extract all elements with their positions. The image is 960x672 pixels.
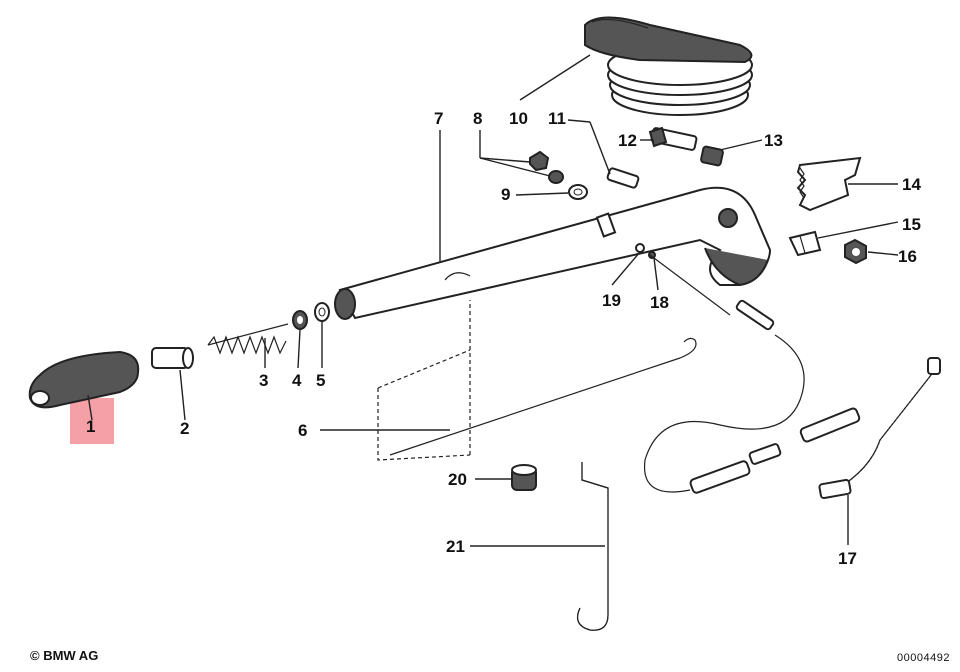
callout-20[interactable]: 20 bbox=[448, 470, 467, 489]
callout-6[interactable]: 6 bbox=[298, 421, 307, 440]
part-12-bolt[interactable] bbox=[648, 126, 698, 151]
part-8-nut[interactable] bbox=[529, 150, 564, 184]
part-15-clip[interactable] bbox=[788, 230, 822, 257]
callout-13[interactable]: 13 bbox=[764, 131, 783, 150]
callout-labels: 1 2 3 4 5 6 7 8 9 10 11 12 13 14 15 16 1… bbox=[86, 109, 921, 568]
part-20-bush[interactable] bbox=[511, 464, 537, 491]
part-7-lever[interactable] bbox=[334, 186, 772, 320]
callout-2[interactable]: 2 bbox=[180, 419, 189, 438]
callout-21[interactable]: 21 bbox=[446, 537, 465, 556]
callout-16[interactable]: 16 bbox=[898, 247, 917, 266]
drawing-number: 00004492 bbox=[897, 652, 950, 664]
leader-lines bbox=[87, 54, 899, 547]
part-1-grip[interactable] bbox=[28, 350, 140, 409]
callout-3[interactable]: 3 bbox=[259, 371, 268, 390]
callout-1[interactable]: 1 bbox=[86, 417, 95, 436]
callout-14[interactable]: 14 bbox=[902, 175, 921, 194]
callout-7[interactable]: 7 bbox=[434, 109, 443, 128]
callout-12[interactable]: 12 bbox=[618, 131, 637, 150]
part-18-19-link[interactable] bbox=[635, 243, 656, 259]
handbrake-cable[interactable] bbox=[643, 254, 861, 494]
part-21-bracket[interactable] bbox=[577, 462, 609, 631]
part-9-washer[interactable] bbox=[568, 184, 588, 200]
callout-10[interactable]: 10 bbox=[509, 109, 528, 128]
callout-4[interactable]: 4 bbox=[292, 371, 302, 390]
part-4-washer[interactable] bbox=[292, 310, 308, 330]
part-17-sleeve[interactable] bbox=[818, 357, 941, 500]
part-14-ratchet[interactable] bbox=[796, 156, 862, 212]
callout-15[interactable]: 15 bbox=[902, 215, 921, 234]
part-11-pin[interactable] bbox=[606, 167, 640, 189]
callout-8[interactable]: 8 bbox=[473, 109, 482, 128]
copyright-notice: © BMW AG bbox=[30, 648, 99, 663]
part-2-button[interactable] bbox=[151, 347, 194, 369]
callout-11[interactable]: 11 bbox=[548, 109, 566, 128]
part-3-spring[interactable] bbox=[207, 323, 289, 355]
callout-17[interactable]: 17 bbox=[838, 549, 857, 568]
callout-9[interactable]: 9 bbox=[501, 185, 510, 204]
part-10-boot[interactable] bbox=[584, 16, 753, 116]
callout-19[interactable]: 19 bbox=[602, 291, 621, 310]
part-13-sleeve[interactable] bbox=[700, 145, 724, 167]
part-1-highlight[interactable] bbox=[70, 398, 114, 444]
part-5-washer[interactable] bbox=[314, 302, 330, 322]
callout-18[interactable]: 18 bbox=[650, 293, 669, 312]
part-16-nut[interactable] bbox=[844, 238, 867, 265]
callout-5[interactable]: 5 bbox=[316, 371, 325, 390]
part-6-rod[interactable] bbox=[377, 300, 697, 461]
